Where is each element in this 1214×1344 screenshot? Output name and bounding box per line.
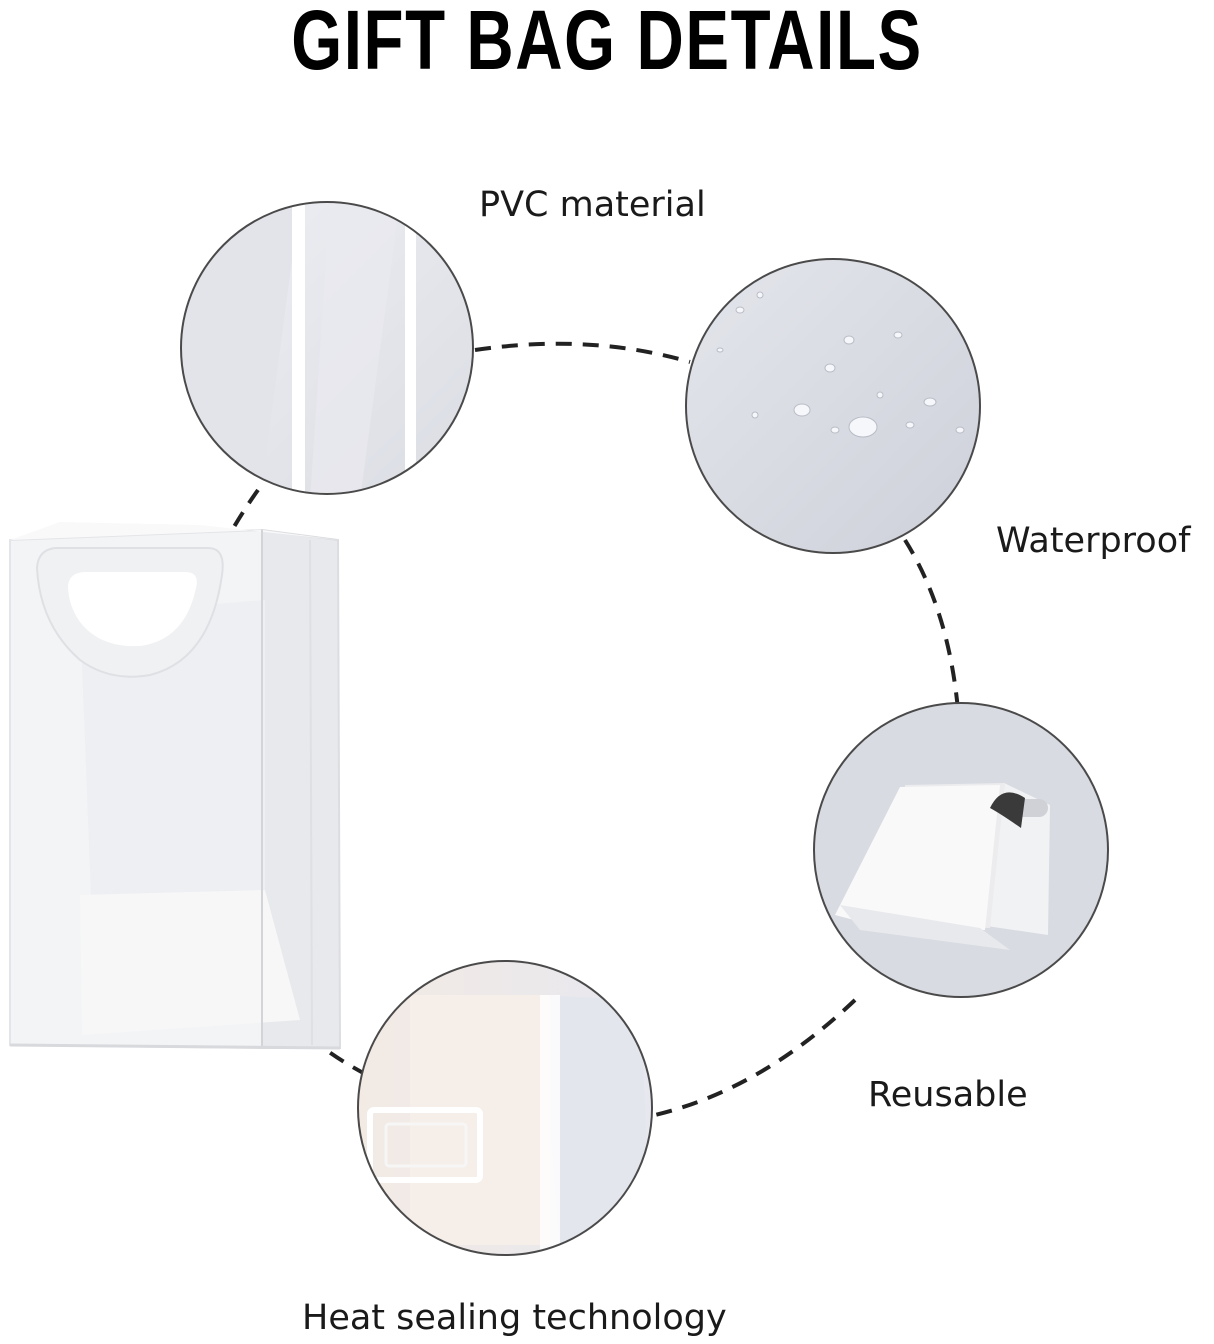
feature-label-heat-sealing: Heat sealing technology	[302, 1298, 727, 1338]
reusable-image	[814, 703, 1108, 997]
pvc-material-image	[181, 202, 473, 494]
gift-bag-image	[9, 522, 342, 1050]
page-title: GIFT BAG DETAILS	[291, 0, 923, 87]
heat-sealing-image	[358, 961, 652, 1255]
feature-label-reusable: Reusable	[868, 1075, 1028, 1115]
feature-label-pvc: PVC material	[479, 185, 706, 225]
waterproof-image	[686, 259, 980, 553]
feature-label-waterproof: Waterproof	[996, 521, 1191, 561]
